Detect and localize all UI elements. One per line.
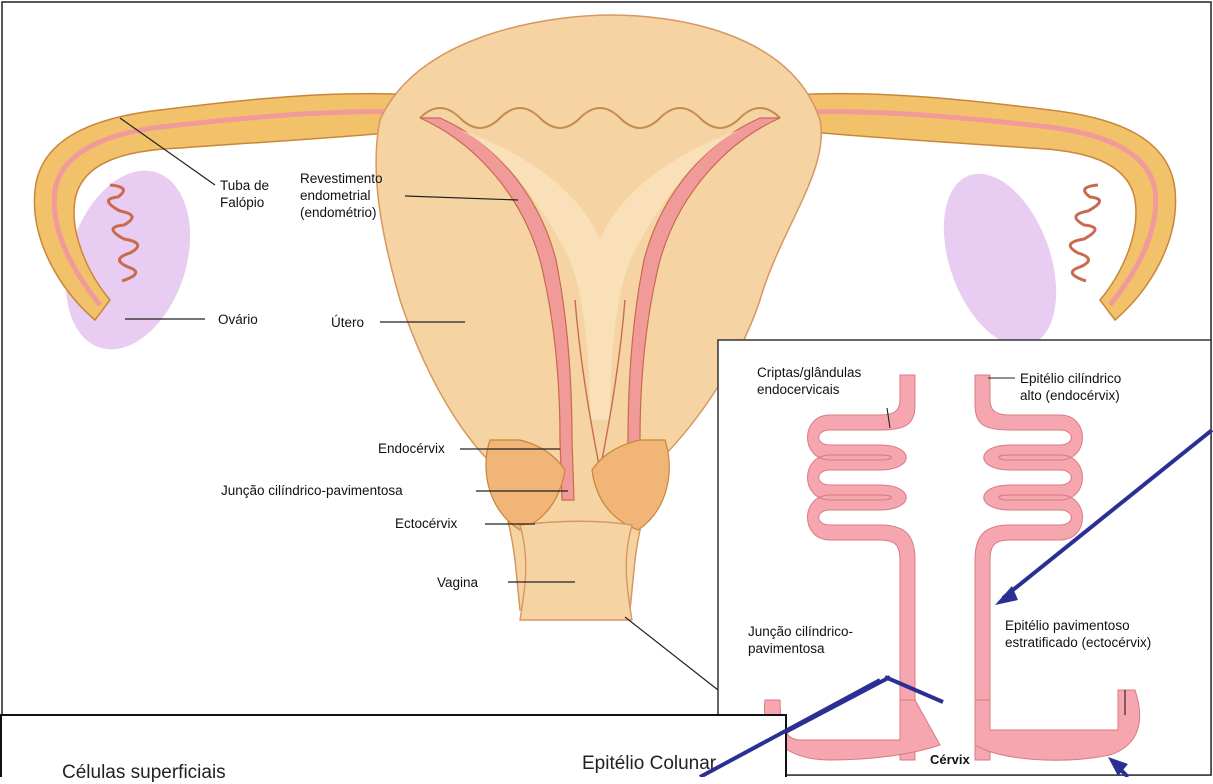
vagina-shape — [520, 521, 632, 620]
inset-label-criptas: Criptas/glândulas endocervicais — [757, 364, 861, 398]
label-juncao: Junção cilíndrico-pavimentosa — [221, 482, 403, 499]
bottom-label-epitelio-colunar: Epitélio Colunar — [582, 753, 716, 775]
right-ovary — [922, 158, 1078, 361]
inset-title-cervix: Cérvix — [930, 752, 970, 767]
inset-label-epitelio-pavimentoso: Epitélio pavimentoso estratificado (ecto… — [1005, 617, 1151, 651]
inset-label-epitelio-cilindrico: Epitélio cilíndrico alto (endocérvix) — [1020, 370, 1121, 404]
label-tuba: Tuba de Falópio — [220, 177, 269, 211]
label-ovario: Ovário — [218, 311, 258, 328]
label-endocervix: Endocérvix — [378, 440, 445, 457]
inset-label-juncao: Junção cilíndrico- pavimentosa — [748, 623, 853, 657]
right-fimbriae — [1070, 185, 1099, 281]
label-utero: Útero — [331, 314, 364, 331]
label-revestimento: Revestimento endometrial (endométrio) — [300, 170, 383, 221]
leader-to-inset — [625, 617, 718, 690]
label-ectocervix: Ectocérvix — [395, 515, 457, 532]
label-vagina: Vagina — [437, 574, 478, 591]
bottom-label-celulas: Células superficiais — [62, 762, 226, 784]
